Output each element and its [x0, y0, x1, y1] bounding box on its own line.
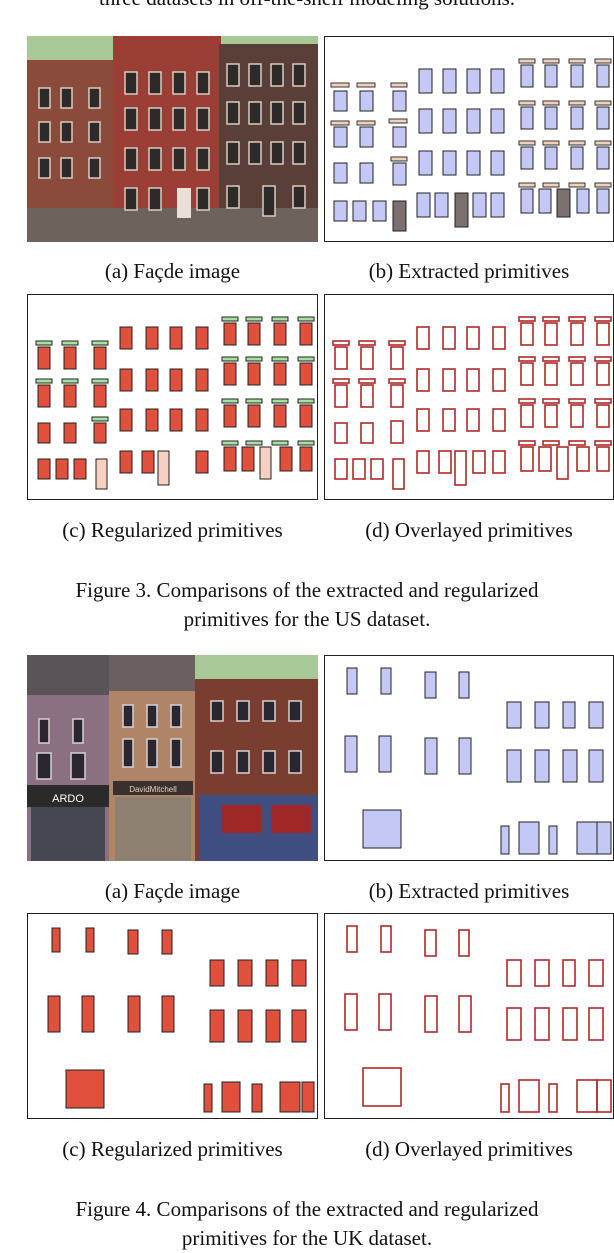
fig4-label-a: (a) Façde image	[104, 879, 241, 903]
fig3-label-c: (c) Regularized primitives	[62, 518, 283, 542]
fig4-caption-line2: primitives for the UK dataset.	[181, 1226, 433, 1250]
fig3-label-d: (d) Overlayed primitives	[365, 518, 573, 542]
intro-text: three datasets in off-the-shelf modeling…	[0, 0, 614, 11]
fig4-overlayed-primitives	[324, 913, 614, 1119]
fig4-label-d: (d) Overlayed primitives	[365, 1137, 573, 1161]
fig3-label-b: (b) Extracted primitives	[368, 259, 570, 283]
fig3-caption-line2: primitives for the US dataset.	[183, 607, 431, 631]
fig4-shop-sign-ardo: ARDO	[52, 793, 84, 805]
fig4-shop-sign-david-mitchell: DavidMitchell	[129, 785, 177, 794]
fig4-label-c: (c) Regularized primitives	[62, 1137, 283, 1161]
fig3-label-a: (a) Façde image	[104, 259, 241, 283]
fig3-caption-line1: Figure 3. Comparisons of the extracted a…	[75, 578, 539, 602]
fig4-label-b: (b) Extracted primitives	[368, 879, 570, 903]
fig4-facade-image: ARDO DavidMitchell	[27, 655, 318, 861]
fig4-caption-line1: Figure 4. Comparisons of the extracted a…	[75, 1197, 539, 1221]
fig3-extracted-primitives	[324, 36, 614, 242]
fig4-regularized-primitives	[27, 913, 318, 1119]
fig3-facade-image	[27, 36, 318, 242]
fig3-overlayed-primitives	[324, 294, 614, 500]
fig4-extracted-primitives	[324, 655, 614, 861]
fig3-regularized-primitives	[27, 294, 318, 500]
